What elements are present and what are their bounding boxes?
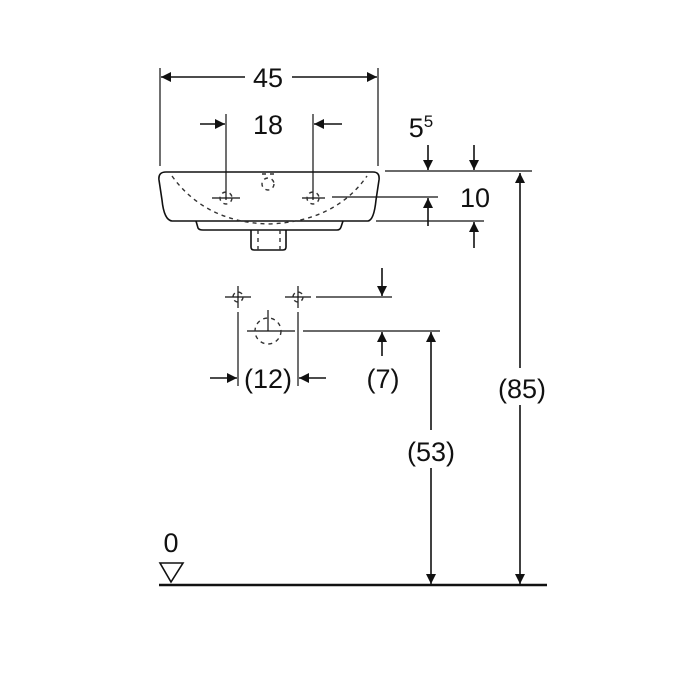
floor-level-label: 0 xyxy=(163,528,178,558)
connection-points: (12) xyxy=(210,286,326,394)
rim-thickness-label: 55 xyxy=(409,112,434,143)
connection-offset-dimension: (7) xyxy=(303,268,440,394)
width-label: 45 xyxy=(253,63,283,93)
tap-hole-right xyxy=(302,191,325,205)
basin-depth-label: 10 xyxy=(460,183,490,213)
tap-hole-left xyxy=(212,191,240,205)
floor-level: 0 xyxy=(158,528,547,587)
basin-outline xyxy=(158,171,380,251)
rim-height-label: (85) xyxy=(498,374,546,404)
rim-height-dimension: (85) xyxy=(490,173,552,584)
basin-depth-dimension: 10 xyxy=(332,183,490,248)
connection-offset-label: (7) xyxy=(367,364,400,394)
width-dimension: 45 xyxy=(159,63,379,166)
waste-height-dimension: (53) xyxy=(400,332,462,584)
rim-thickness-dimension: 55 xyxy=(385,112,532,172)
tap-spacing-dimension: 18 xyxy=(200,110,342,200)
connection-spacing-label: (12) xyxy=(244,364,292,394)
tap-spacing-label: 18 xyxy=(253,110,283,140)
waste-height-label: (53) xyxy=(407,437,455,467)
level-triangle-icon xyxy=(158,562,185,584)
